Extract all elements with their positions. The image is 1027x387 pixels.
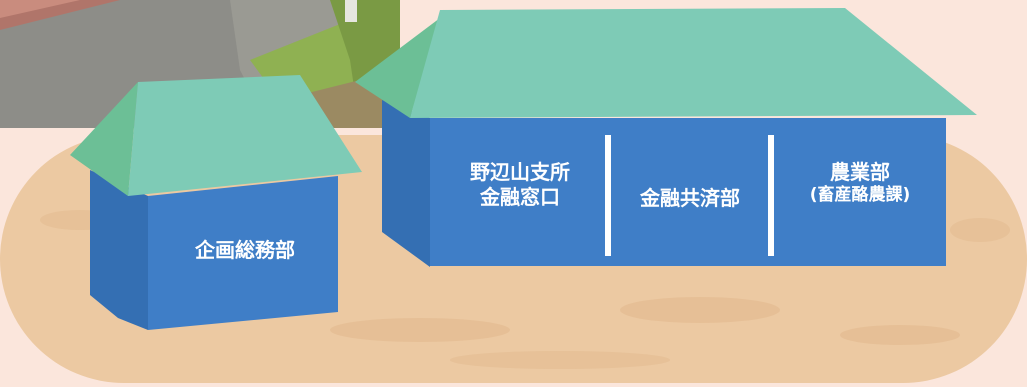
section-divider	[605, 135, 611, 256]
large-building-roof-side	[355, 18, 440, 118]
small-building-label: 企画総務部	[160, 238, 330, 263]
small-building-front-wall	[148, 176, 338, 330]
small-building-roof	[128, 75, 362, 196]
section-3-line-1: 農業部	[830, 160, 890, 184]
large-building-side-wall	[382, 100, 430, 267]
section-3-line-2: (畜産酪農課)	[809, 185, 911, 205]
large-building-section-1: 野辺山支所 金融窓口	[440, 160, 600, 210]
section-divider	[768, 135, 774, 256]
large-building-section-2: 金融共済部	[612, 186, 768, 211]
small-building-side-wall	[90, 170, 148, 330]
large-building-section-3: 農業部 (畜産酪農課)	[775, 160, 945, 206]
section-1-line-2: 金融窓口	[480, 185, 560, 209]
small-building	[70, 75, 362, 330]
section-1-line-1: 野辺山支所	[470, 160, 570, 184]
department-kikaku-somu: 企画総務部	[195, 238, 295, 262]
large-building-roof	[410, 8, 977, 118]
large-building	[355, 8, 977, 267]
small-building-roof-side	[70, 82, 138, 196]
section-2-line-1: 金融共済部	[640, 186, 740, 210]
large-building-front-wall	[430, 118, 946, 266]
